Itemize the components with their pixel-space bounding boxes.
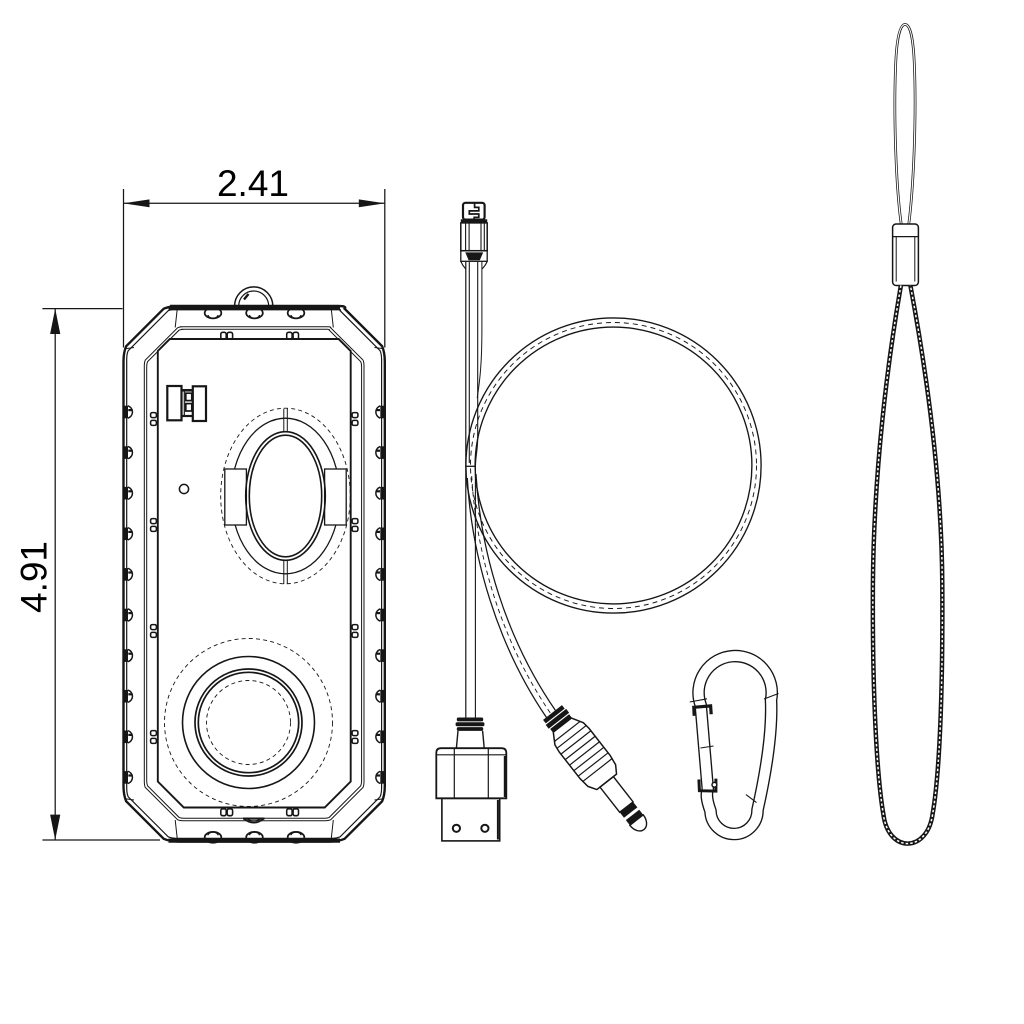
svg-text:4.91: 4.91: [14, 541, 55, 613]
svg-text:2.41: 2.41: [217, 163, 289, 204]
